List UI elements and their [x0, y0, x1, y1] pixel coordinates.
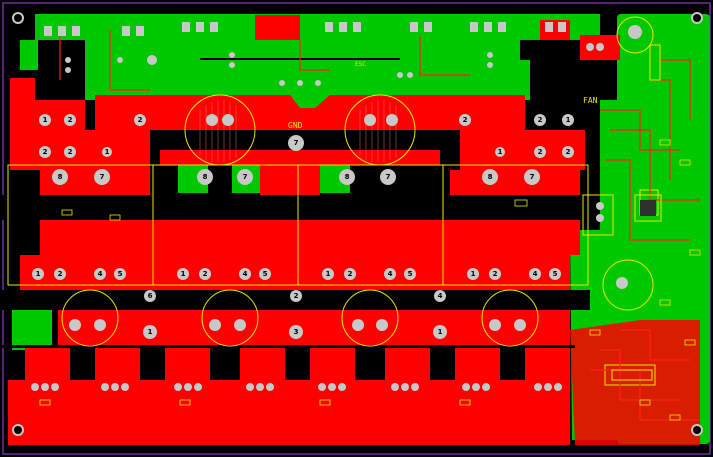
svg-text:1: 1	[148, 328, 153, 336]
pad-row-mid: 2 2 1 1 2 2	[39, 146, 574, 158]
top-copper-layer	[8, 15, 700, 445]
svg-text:7: 7	[530, 173, 535, 181]
svg-text:4: 4	[388, 270, 393, 278]
svg-text:1: 1	[105, 148, 110, 156]
svg-text:8: 8	[345, 173, 350, 181]
svg-text:2: 2	[294, 292, 299, 300]
mounting-holes	[12, 12, 703, 436]
svg-text:1: 1	[471, 270, 476, 278]
svg-text:8: 8	[203, 173, 208, 181]
pad-row-top: 1 2 2 2 2 1	[39, 114, 574, 126]
svg-text:2: 2	[203, 270, 208, 278]
svg-text:3: 3	[294, 328, 299, 336]
svg-text:7: 7	[386, 173, 391, 181]
svg-text:1: 1	[498, 148, 503, 156]
svg-text:2: 2	[348, 270, 353, 278]
svg-text:1: 1	[181, 270, 186, 278]
svg-text:4: 4	[243, 270, 248, 278]
svg-text:6: 6	[148, 292, 153, 300]
svg-text:1: 1	[36, 270, 41, 278]
bottom-connector-pads	[31, 383, 562, 391]
capacitor-pads	[69, 114, 526, 331]
svg-text:2: 2	[43, 148, 48, 156]
pad-row-big: 8 7 8 7 8 7 8 7	[52, 169, 540, 185]
fan-label: FAN	[583, 96, 598, 105]
svg-text:4: 4	[98, 270, 103, 278]
svg-text:5: 5	[118, 270, 123, 278]
pad-row-bottom: 1 3 1	[143, 325, 447, 339]
svg-text:2: 2	[538, 148, 543, 156]
svg-text:8: 8	[488, 173, 493, 181]
esc-label: ESC	[355, 61, 366, 68]
silkscreen-layer	[7, 16, 659, 386]
svg-text:7: 7	[294, 139, 299, 147]
svg-text:8: 8	[58, 173, 63, 181]
svg-text:7: 7	[243, 173, 248, 181]
svg-text:1: 1	[43, 116, 48, 124]
control-ic	[596, 25, 662, 381]
svg-text:5: 5	[553, 270, 558, 278]
svg-text:2: 2	[138, 116, 143, 124]
svg-text:2: 2	[538, 116, 543, 124]
svg-text:2: 2	[566, 148, 571, 156]
gnd-pad	[288, 135, 304, 151]
svg-text:2: 2	[68, 116, 73, 124]
svg-text:2: 2	[58, 270, 63, 278]
svg-text:1: 1	[566, 116, 571, 124]
svg-text:2: 2	[463, 116, 468, 124]
svg-text:5: 5	[263, 270, 268, 278]
svg-text:4: 4	[533, 270, 538, 278]
svg-text:2: 2	[68, 148, 73, 156]
svg-text:5: 5	[408, 270, 413, 278]
pad-row-center: 6 2 4	[144, 290, 446, 302]
svg-text:7: 7	[100, 173, 105, 181]
smd-components	[39, 139, 701, 421]
top-connector-pads	[44, 22, 604, 86]
svg-text:4: 4	[438, 292, 443, 300]
gnd-label: GND	[288, 121, 303, 130]
svg-text:1: 1	[438, 328, 443, 336]
capacitor-hatch	[199, 100, 397, 162]
svg-text:1: 1	[326, 270, 331, 278]
svg-text:2: 2	[493, 270, 498, 278]
pad-row-lower: 1 2 4 5 1 2 4 5 1 2 4 5 1 2 4 5	[32, 268, 561, 280]
